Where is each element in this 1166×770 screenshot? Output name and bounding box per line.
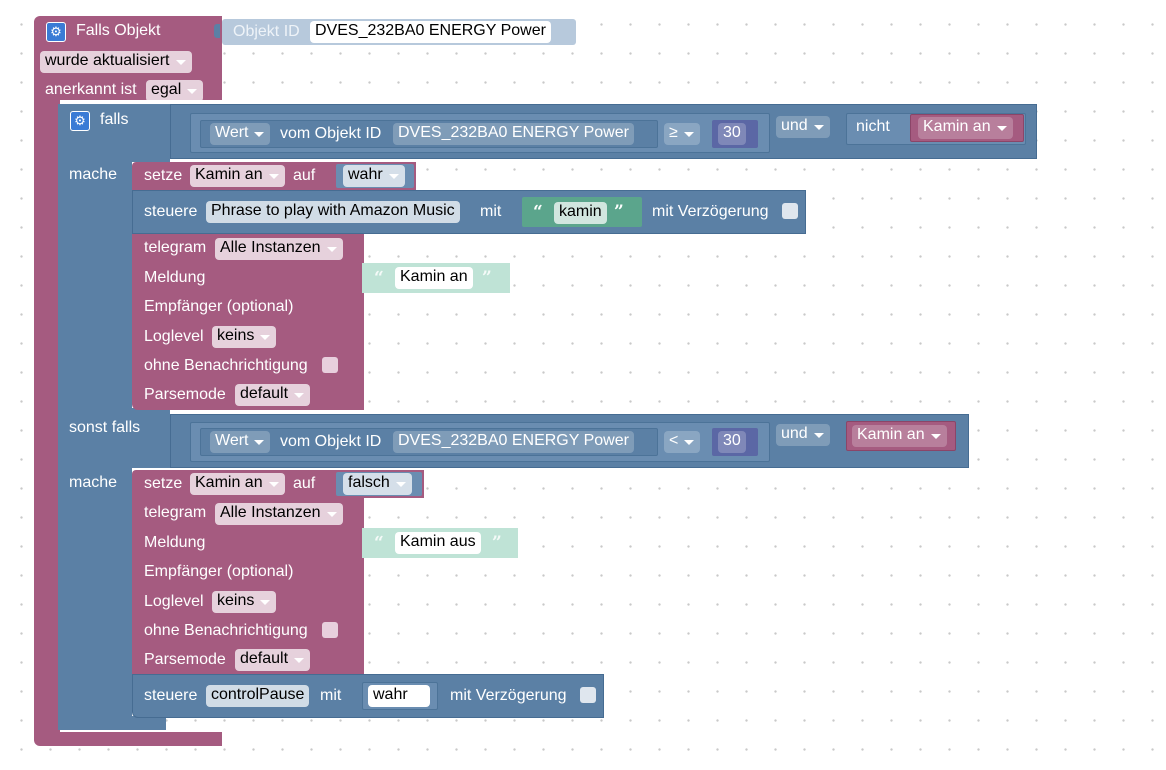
telegram-parsemode-label-2: Parsemode <box>144 651 226 668</box>
telegram-label-2: telegram <box>144 504 207 521</box>
delay-checkbox-1[interactable] <box>782 203 798 219</box>
quote-open-icon: “ <box>374 533 384 553</box>
mache2-label: mache <box>69 474 118 491</box>
condition2-wert-dropdown[interactable]: Wert <box>210 431 271 453</box>
gear-icon[interactable]: ⚙ <box>46 22 66 42</box>
telegram-parsemode-dropdown-2[interactable]: default <box>235 649 311 671</box>
telegram-label-1: telegram <box>144 239 207 256</box>
control-target-1[interactable]: Phrase to play with Amazon Music <box>206 201 460 223</box>
trigger-block-spine <box>34 100 60 740</box>
gear-icon[interactable]: ⚙ <box>70 111 90 131</box>
telegram-message-1[interactable]: Kamin an <box>395 267 473 289</box>
mit-label-1: mit <box>480 203 502 220</box>
telegram-instance-dropdown-1[interactable]: Alle Instanzen <box>215 238 343 260</box>
telegram-message-label-2: Meldung <box>144 534 206 551</box>
sonst-falls-label: sonst falls <box>69 419 141 436</box>
telegram-loglevel-label-1: Loglevel <box>144 328 204 345</box>
ack-label: anerkannt ist <box>45 81 137 98</box>
control-value-dropdown-2[interactable]: wahr <box>368 685 430 707</box>
set-variable-dropdown-1[interactable]: Kamin an <box>190 165 285 187</box>
telegram-loglevel-label-2: Loglevel <box>144 593 204 610</box>
quote-close-icon: ” <box>614 202 624 222</box>
object-id-label: Objekt ID <box>233 23 300 40</box>
set-value-dropdown-2[interactable]: falsch <box>343 473 412 495</box>
condition2-logic-dropdown[interactable]: und <box>776 424 830 446</box>
control-target-2[interactable]: controlPause <box>206 685 310 707</box>
condition1-vom-label: vom Objekt ID <box>280 125 382 142</box>
delay-label-1: mit Verzögerung <box>652 203 769 220</box>
set-value-dropdown-1[interactable]: wahr <box>343 165 405 187</box>
telegram-loglevel-dropdown-1[interactable]: keins <box>212 326 277 348</box>
delay-checkbox-2[interactable] <box>580 687 596 703</box>
condition2-number-block[interactable] <box>712 428 758 456</box>
condition1-number-value[interactable]: 30 <box>718 123 746 145</box>
telegram-instance-dropdown-2[interactable]: Alle Instanzen <box>215 503 343 525</box>
condition2-object-id[interactable]: DVES_232BA0 ENERGY Power <box>393 431 634 453</box>
auf-label-2: auf <box>293 475 316 492</box>
telegram-loglevel-dropdown-2[interactable]: keins <box>212 591 277 613</box>
telegram-silent-label-2: ohne Benachrichtigung <box>144 622 308 639</box>
condition1-object-id[interactable]: DVES_232BA0 ENERGY Power <box>393 123 634 145</box>
quote-open-icon: “ <box>533 202 543 222</box>
control-label-1: steuere <box>144 203 198 220</box>
auf-label-1: auf <box>293 167 316 184</box>
telegram-parsemode-dropdown-1[interactable]: default <box>235 384 311 406</box>
condition1-not-label: nicht <box>856 118 890 135</box>
condition1-number-block[interactable] <box>712 120 758 148</box>
mache-label: mache <box>69 166 118 183</box>
condition2-vom-label: vom Objekt ID <box>280 433 382 450</box>
control-label-2: steuere <box>144 687 198 704</box>
condition1-operator-dropdown[interactable]: ≥ <box>664 123 700 145</box>
set-variable-dropdown-2[interactable]: Kamin an <box>190 473 285 495</box>
ack-dropdown[interactable]: egal <box>146 80 204 102</box>
delay-label-2: mit Verzögerung <box>450 687 567 704</box>
telegram-recipient-label-2: Empfänger (optional) <box>144 563 294 580</box>
telegram-silent-checkbox-2[interactable] <box>322 622 338 638</box>
trigger-input-nub <box>214 24 220 38</box>
falls-label: falls <box>100 111 129 128</box>
if-block-elseif-row <box>58 408 170 468</box>
quote-close-icon: ” <box>492 533 502 553</box>
telegram-silent-checkbox-1[interactable] <box>322 357 338 373</box>
object-id-value[interactable]: DVES_232BA0 ENERGY Power <box>310 21 551 43</box>
telegram-parsemode-label-1: Parsemode <box>144 386 226 403</box>
control-text-1[interactable]: kamin <box>554 202 607 224</box>
quote-close-icon: ” <box>482 268 492 288</box>
telegram-message-label-1: Meldung <box>144 269 206 286</box>
telegram-silent-label-1: ohne Benachrichtigung <box>144 357 308 374</box>
telegram-block-2[interactable] <box>132 498 364 674</box>
telegram-recipient-label-1: Empfänger (optional) <box>144 298 294 315</box>
telegram-message-2[interactable]: Kamin aus <box>395 532 481 554</box>
quote-open-icon: “ <box>374 268 384 288</box>
updated-dropdown[interactable]: wurde aktualisiert <box>40 51 192 73</box>
mit-label-2: mit <box>320 687 342 704</box>
if-block-foot <box>58 716 166 730</box>
trigger-block-foot <box>34 732 222 746</box>
condition1-value-block[interactable] <box>200 120 658 148</box>
trigger-title: Falls Objekt <box>76 22 161 39</box>
set-label-1: setze <box>144 167 183 184</box>
condition2-number-value[interactable]: 30 <box>718 431 746 453</box>
condition1-variable-dropdown[interactable]: Kamin an <box>918 117 1013 139</box>
condition2-operator-dropdown[interactable]: < <box>664 431 701 453</box>
telegram-block-1[interactable] <box>132 234 364 410</box>
condition2-variable-dropdown[interactable]: Kamin an <box>852 425 947 447</box>
condition1-logic-dropdown[interactable]: und <box>776 116 830 138</box>
condition1-wert-dropdown[interactable]: Wert <box>210 123 271 145</box>
condition2-value-block[interactable] <box>200 428 658 456</box>
set-label-2: setze <box>144 475 183 492</box>
